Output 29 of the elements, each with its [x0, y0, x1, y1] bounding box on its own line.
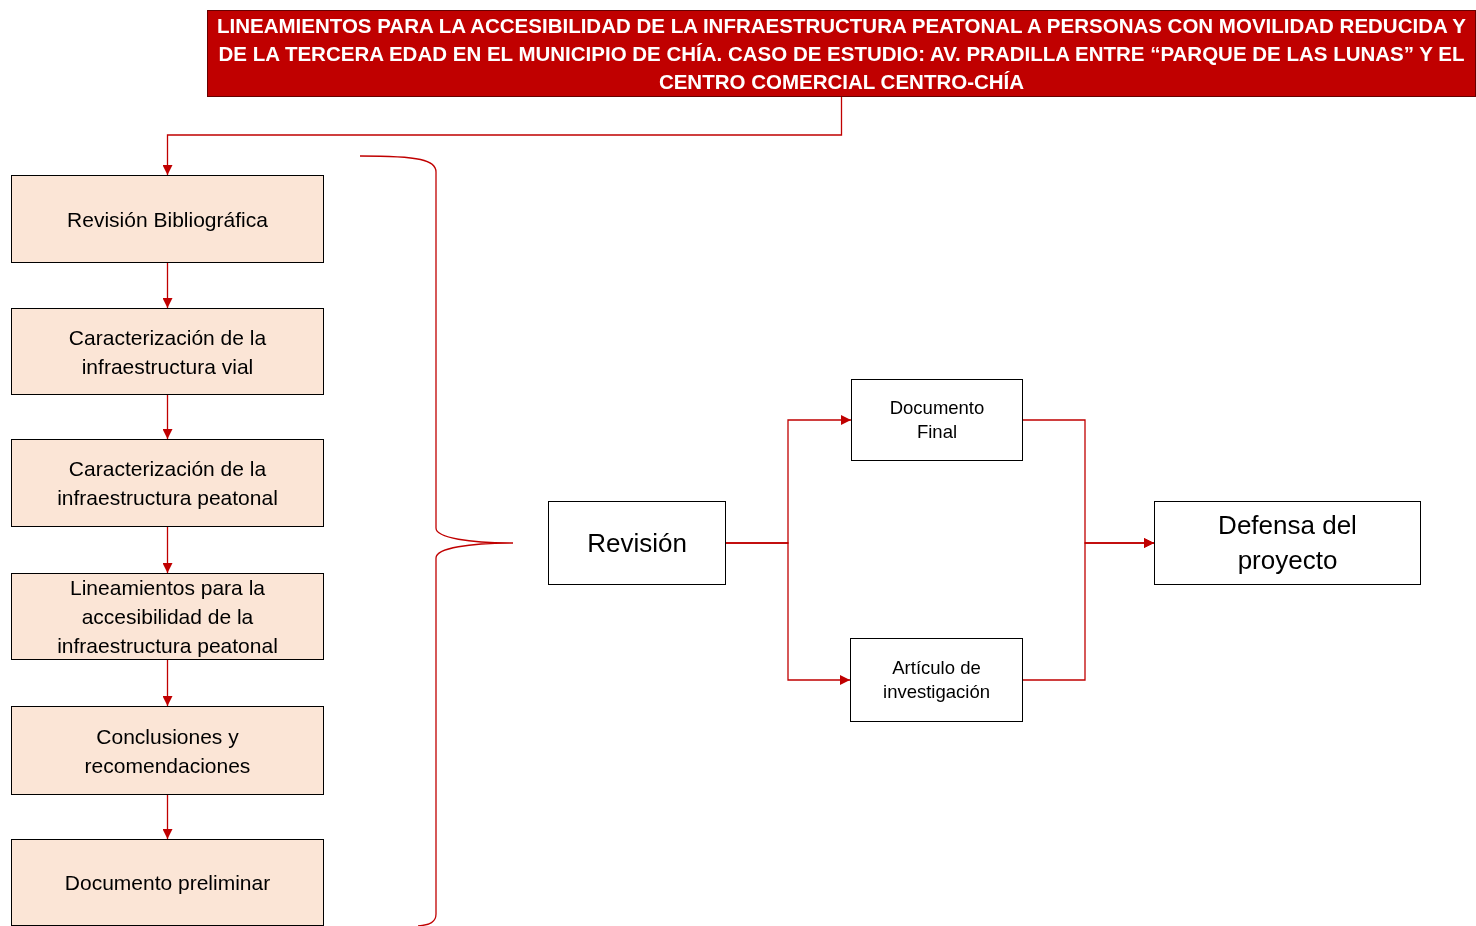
box-label: Caracterización de la infraestructura vial: [67, 324, 268, 380]
box-label: Lineamientos para la accesibilidad de la infraestructura peatonal: [56, 575, 279, 659]
process-box: [11, 573, 324, 660]
process-box: [11, 308, 324, 395]
process-box: [11, 439, 324, 527]
arrow: [162, 96, 843, 176]
process-box: [11, 706, 324, 795]
box-label: Revisión: [587, 526, 687, 560]
process-box: [850, 638, 1023, 722]
box-label: Documento Final: [888, 396, 986, 444]
process-box: [548, 501, 726, 585]
box-label: Artículo de investigación: [882, 656, 991, 704]
arrow: [162, 526, 173, 574]
box-label: Conclusiones y recomendaciones: [83, 723, 252, 779]
arrow: [162, 262, 173, 309]
arrow: [1022, 538, 1155, 681]
arrow: [162, 394, 173, 440]
process-box: [11, 175, 324, 263]
box-label: Defensa del proyecto: [1217, 509, 1358, 577]
title-text: LINEAMIENTOS PARA LA ACCESIBILIDAD DE LA INFRAESTRUCTURA PEATONAL A PERSONAS CON MOVILIDAD REDUCIDA Y DE LA TERCERA EDAD EN EL MUNICIPIO DE CHÍA. CASO DE ESTUDIO: AV. PRADILLA ENTRE “PARQUE DE LAS LUNAS” Y EL CENTRO COMERCIAL CENTRO-CHÍA: [216, 12, 1467, 95]
box-label: Documento preliminar: [64, 870, 271, 896]
arrow: [162, 794, 173, 840]
process-box: [11, 839, 324, 926]
process-box: [851, 379, 1023, 461]
box-label: Revisión Bibliográfica: [67, 206, 268, 233]
box-label: Caracterización de la infraestructura peatonal: [56, 456, 279, 511]
process-box: [1154, 501, 1421, 585]
arrow: [162, 659, 173, 707]
arrow: [725, 542, 851, 685]
